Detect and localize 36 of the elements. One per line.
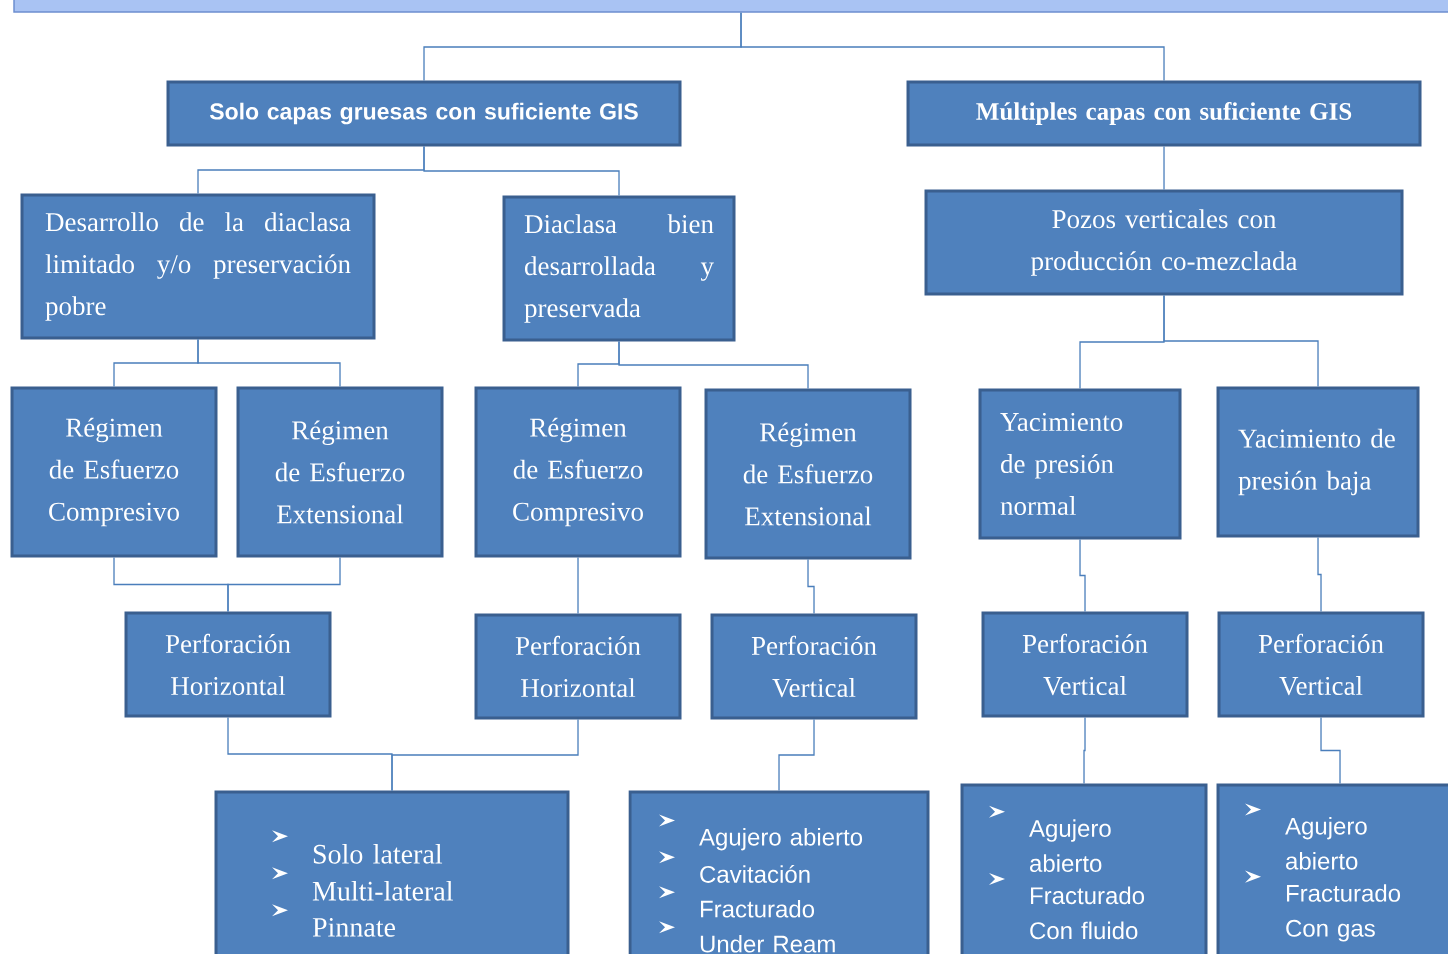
- connector: [577, 556, 579, 615]
- process-box: Desarrollo de la diaclasa limitado y/o preservación pobre: [20, 193, 376, 340]
- connector: [1079, 538, 1086, 613]
- list-box: Solo lateral Multi-lateral Pinnate: [214, 790, 570, 954]
- connector: [1163, 145, 1165, 191]
- process-box: Régimen de Esfuerzo Compresivo: [10, 386, 218, 558]
- connector: [1163, 294, 1319, 388]
- connector: [778, 718, 815, 792]
- list-box: Agujero abierto Fracturado Con gas: [1216, 783, 1448, 954]
- process-box: Yacimiento de presión normal: [978, 388, 1182, 540]
- process-box: Yacimiento de presión baja: [1216, 386, 1420, 538]
- connector: [618, 340, 809, 390]
- process-box: Diaclasa bien desarrollada y preservada: [502, 195, 736, 342]
- connector: [1320, 716, 1341, 785]
- connector: [1083, 716, 1086, 785]
- list-box: Agujero abierto Fracturado Con fluido: [960, 783, 1208, 954]
- header-band: [13, 0, 1448, 13]
- connector: [197, 338, 341, 388]
- process-box: Régimen de Esfuerzo Extensional: [236, 386, 444, 558]
- process-box: Pozos verticales con producción co-mezclada: [924, 189, 1404, 296]
- process-box: Perforación Horizontal: [474, 613, 682, 720]
- process-box: Régimen de Esfuerzo Extensional: [704, 388, 912, 560]
- connector: [740, 12, 1165, 82]
- connector: [423, 145, 620, 197]
- process-box: Perforación Horizontal: [124, 611, 332, 718]
- list-box: Agujero abierto Cavitación Fracturado Under Ream: [628, 790, 930, 954]
- connector: [1317, 536, 1322, 613]
- category-box: Múltiples capas con suficiente GIS: [906, 80, 1422, 147]
- connector: [391, 718, 579, 792]
- connector: [807, 558, 815, 615]
- process-box: Perforación Vertical: [981, 611, 1189, 718]
- process-box: Perforación Vertical: [710, 613, 918, 720]
- connector: [227, 556, 341, 613]
- process-box: Perforación Vertical: [1217, 611, 1425, 718]
- category-box: Solo capas gruesas con suficiente GIS: [166, 80, 682, 147]
- process-box: Régimen de Esfuerzo Compresivo: [474, 386, 682, 558]
